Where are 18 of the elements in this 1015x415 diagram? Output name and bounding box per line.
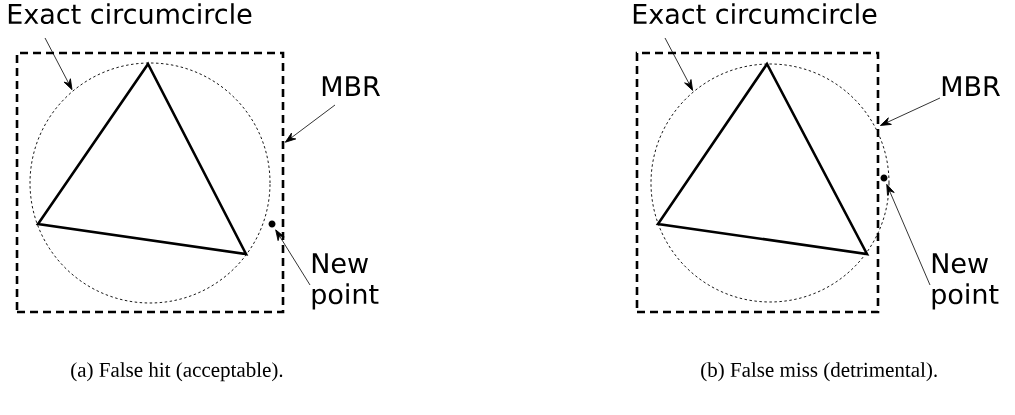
bounding-rectangle [635, 51, 880, 314]
text-label: MBR [942, 76, 1000, 96]
leader-line [275, 229, 311, 286]
text-label: New point [312, 253, 379, 310]
leader-line [886, 183, 931, 286]
leader-line [664, 37, 694, 91]
circumcircle [650, 63, 890, 303]
leader-line [44, 37, 73, 91]
caption: (a) False hit (acceptable). [71, 362, 283, 382]
bounding-rectangle [15, 51, 285, 314]
text-label: Exact circumcircle [8, 3, 252, 25]
leader-line [284, 104, 336, 143]
text-label: MBR [322, 76, 380, 96]
text-label: New point [932, 253, 999, 310]
leader-line [880, 97, 941, 126]
text-label: Exact circumcircle [633, 3, 877, 25]
circumcircle [29, 62, 271, 304]
caption: (b) False miss (detrimental). [701, 362, 937, 382]
